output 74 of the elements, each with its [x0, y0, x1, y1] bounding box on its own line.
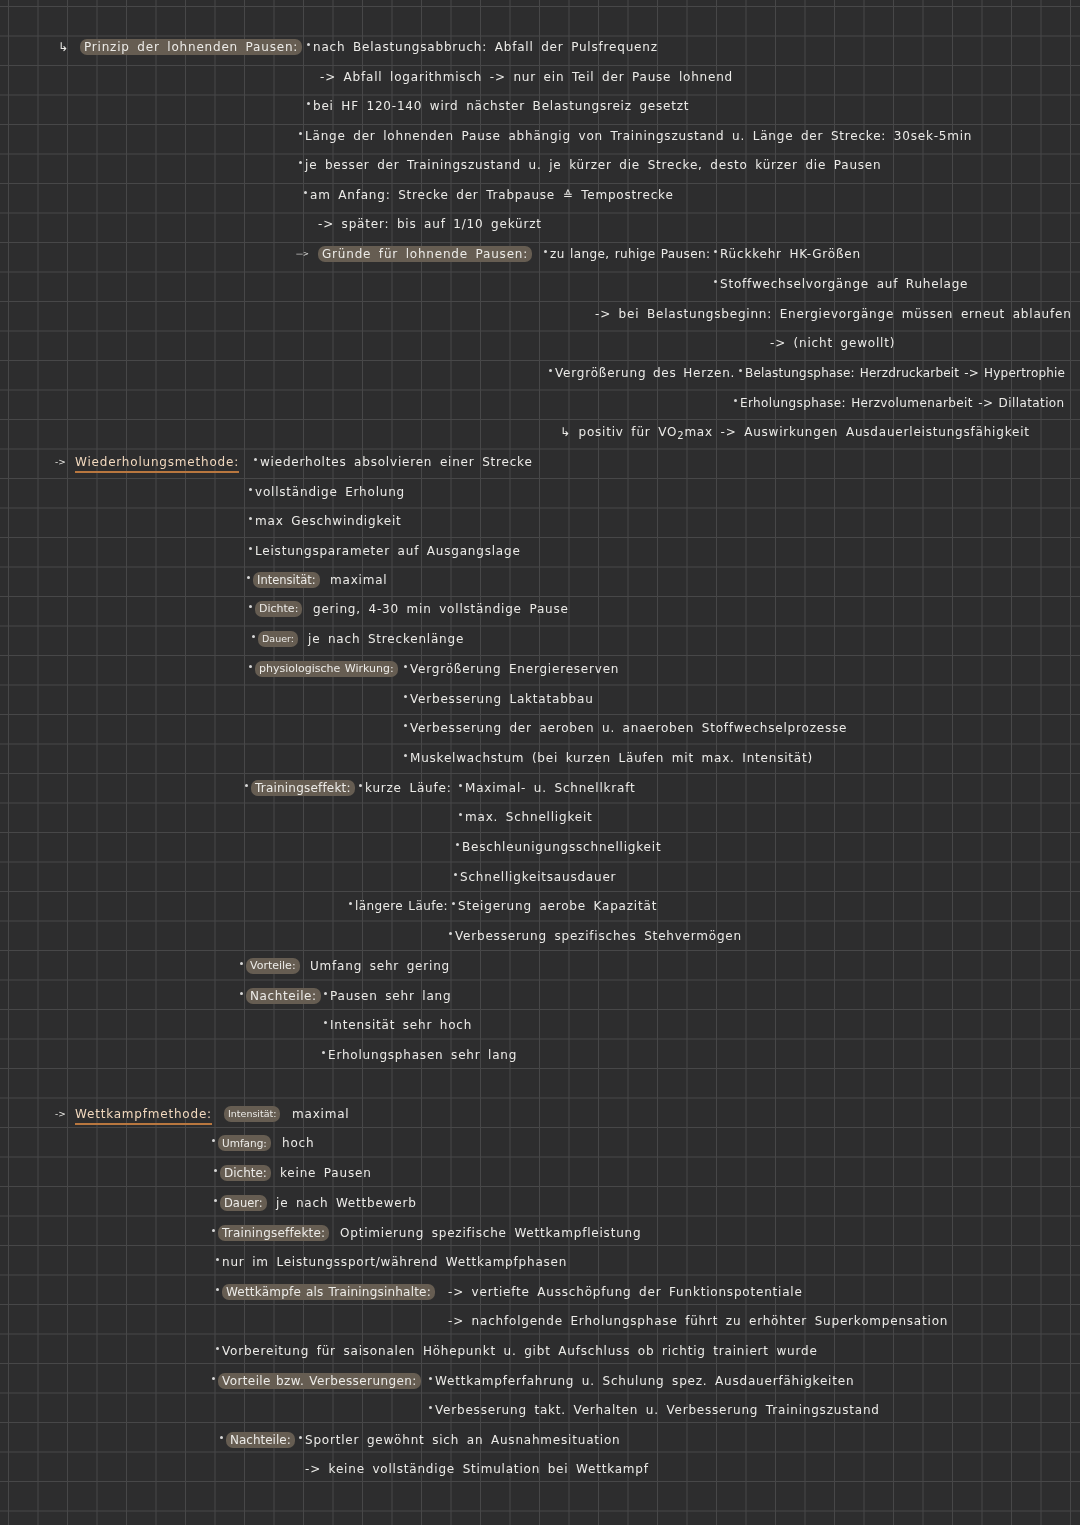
note-text: -> nachfolgende Erholungsphase führt zu erhöhter Superkompensation [448, 1313, 949, 1329]
note-text: hoch [282, 1135, 315, 1151]
highlighted-term: Intensität: [253, 572, 320, 588]
note-text: kurze Läufe: [365, 780, 452, 796]
highlighted-term: Dichte: [220, 1165, 271, 1181]
highlighted-term: Nachteile: [226, 1432, 295, 1448]
highlighted-term: Intensität: [224, 1106, 281, 1122]
note-text: Rückkehr HK-Größen [720, 246, 861, 262]
note-text: längere Läufe: [355, 898, 449, 914]
note-text: Verbesserung Laktatabbau [410, 691, 594, 707]
note-text: -> (nicht gewollt) [770, 335, 896, 351]
arrow-glyph: -> [55, 1108, 66, 1121]
note-text: Vergrößerung des Herzen. [555, 365, 736, 381]
highlighted-term: Gründe für lohnende Pausen: [318, 246, 533, 262]
arrow-glyph: ↳ [58, 39, 69, 55]
note-text: Vergrößerung Energiereserven [410, 661, 620, 677]
highlighted-term: Wettkämpfe als Trainingsinhalte: [222, 1284, 435, 1300]
note-text: nur im Leistungssport/während Wettkampfphasen [222, 1254, 568, 1270]
note-text: Verbesserung takt. Verhalten u. Verbesserung Trainingszustand [435, 1402, 880, 1418]
note-text: maximal [330, 572, 388, 588]
note-text: Verbesserung spezifisches Stehvermögen [455, 928, 742, 944]
note-text: Schnelligkeitsausdauer [460, 869, 617, 885]
note-text: Verbesserung der aeroben u. anaeroben Stoffwechselprozesse [410, 720, 848, 736]
highlighted-term: Umfang: [218, 1135, 271, 1151]
note-text: Erholungsphase: Herzvolumenarbeit -> Dillatation [740, 395, 1065, 411]
highlighted-term: Nachteile: [246, 988, 321, 1004]
note-text: -> keine vollständige Stimulation bei Wettkampf [305, 1461, 649, 1477]
arrow-glyph: -> [55, 456, 66, 469]
note-text: je besser der Trainingszustand u. je kürzer die Strecke, desto kürzer die Pausen [305, 157, 882, 173]
note-text: Intensität sehr hoch [330, 1017, 473, 1033]
highlighted-term: Vorteile bzw. Verbesserungen: [218, 1373, 421, 1389]
note-text: am Anfang: Strecke der Trabpause ≙ Tempostrecke [310, 187, 674, 203]
note-text: Muskelwachstum (bei kurzen Läufen mit max. Intensität) [410, 750, 813, 766]
note-text: max. Schnelligkeit [465, 809, 593, 825]
note-text: bei HF 120-140 wird nächster Belastungsreiz gesetzt [313, 98, 690, 114]
note-text: Steigerung aerobe Kapazität [458, 898, 658, 914]
highlighted-term: Vorteile: [246, 958, 300, 974]
note-text: je nach Wettbewerb [276, 1195, 417, 1211]
highlighted-term: Trainingseffekte: [218, 1225, 330, 1241]
note-text: je nach Streckenlänge [308, 631, 465, 647]
note-text: max Geschwindigkeit [255, 513, 402, 529]
note-text: Beschleunigungsschnelligkeit [462, 839, 662, 855]
note-text: -> bei Belastungsbeginn: Energievorgänge müssen erneut ablaufen [595, 306, 1072, 322]
note-text: zu lange, ruhige Pausen: [550, 246, 711, 262]
note-text: Länge der lohnenden Pause abhängig von Trainingszustand u. Länge der Strecke: 30sek-5min [305, 128, 973, 144]
note-text: -> später: bis auf 1/10 gekürzt [318, 216, 542, 232]
note-text: nach Belastungsabbruch: Abfall der Pulsfrequenz [313, 39, 658, 55]
note-text: Optimierung spezifische Wettkampfleistung [340, 1225, 642, 1241]
highlighted-term: Dauer: [258, 631, 298, 647]
highlighted-term: Dichte: [255, 601, 303, 617]
note-text: gering, 4-30 min vollständige Pause [313, 601, 569, 617]
note-text: vollständige Erholung [255, 484, 405, 500]
note-text: keine Pausen [280, 1165, 372, 1181]
highlighted-term: Prinzip der lohnenden Pausen: [80, 39, 303, 55]
note-text: Pausen sehr lang [330, 988, 452, 1004]
section-heading: Wettkampfmethode: [75, 1106, 212, 1125]
highlighted-term: Dauer: [220, 1195, 267, 1211]
note-text: Maximal- u. Schnellkraft [465, 780, 636, 796]
note-text: Wettkampferfahrung u. Schulung spez. Ausdauerfähigkeiten [435, 1373, 855, 1389]
note-text: Umfang sehr gering [310, 958, 450, 974]
note-text: Erholungsphasen sehr lang [328, 1047, 518, 1063]
section-heading: Wiederholungsmethode: [75, 454, 239, 473]
note-text: Belastungsphase: Herzdruckarbeit -> Hypertrophie [745, 365, 1066, 381]
note-text: Sportler gewöhnt sich an Ausnahmesituation [305, 1432, 621, 1448]
highlighted-term: physiologische Wirkung: [255, 661, 398, 677]
note-text: Stoffwechselvorgänge auf Ruhelage [720, 276, 969, 292]
note-text: Leistungsparameter auf Ausgangslage [255, 543, 521, 559]
note-text: Vorbereitung für saisonalen Höhepunkt u. gibt Aufschluss ob richtig trainiert wurde [222, 1343, 818, 1359]
note-text: wiederholtes absolvieren einer Strecke [260, 454, 533, 470]
note-text: -> Abfall logarithmisch -> nur ein Teil der Pause lohnend [320, 69, 733, 85]
note-text: maximal [292, 1106, 350, 1122]
note-text: ↳ positiv für VO$_{2}$max -> Auswirkungen Ausdauerleistungsfähigkeit [560, 424, 1030, 444]
note-text: -> vertiefte Ausschöpfung der Funktionspotentiale [448, 1284, 803, 1300]
highlighted-term: Trainingseffekt: [251, 780, 355, 796]
